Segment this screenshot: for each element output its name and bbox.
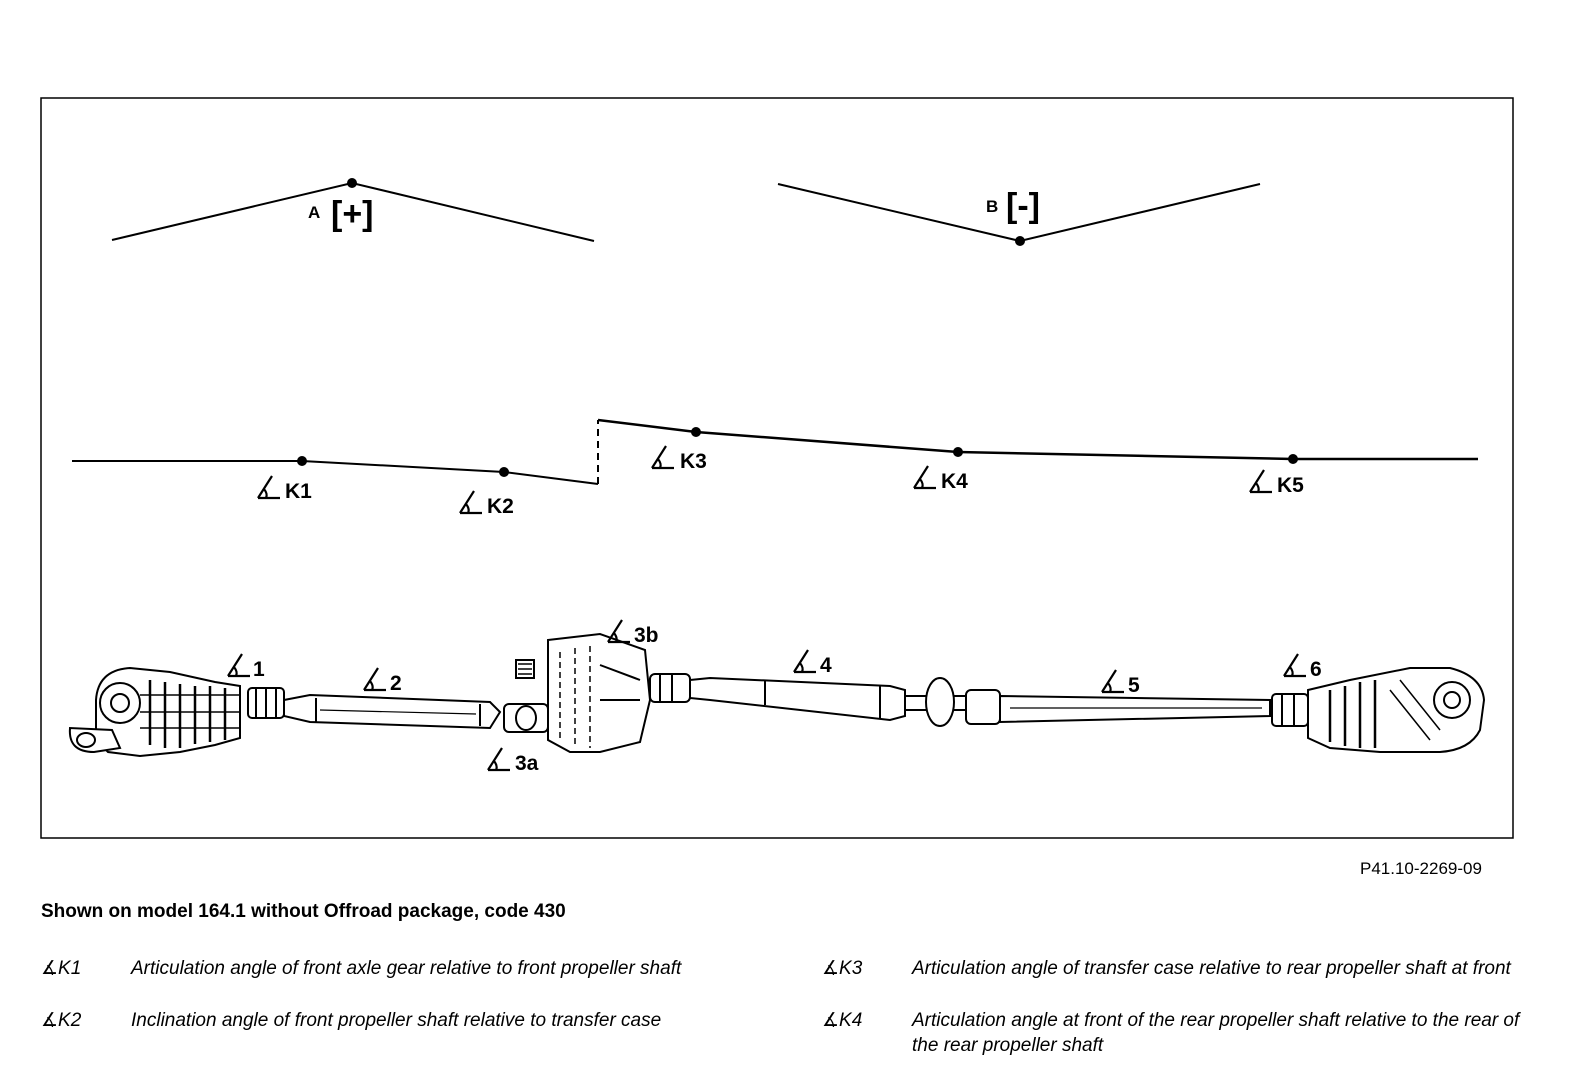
legend-symbol: ∡K1 (41, 958, 82, 979)
shaft-label-1: 1 (226, 652, 265, 681)
bend-a-diagram: A [+] (111, 178, 595, 242)
front-axle-gear (68, 666, 241, 758)
legend-text: Articulation angle of front axle gear re… (131, 958, 682, 979)
figure-reference: P41.10-2269-09 (1360, 859, 1482, 878)
bend-b-sign: [-] (1006, 187, 1040, 225)
svg-text:6: 6 (1310, 658, 1322, 681)
legend-text: Inclination angle of front propeller sha… (131, 1010, 662, 1031)
figure-frame (40, 97, 1514, 839)
k2-label: K2 (458, 489, 514, 518)
shaft-label-3b: 3b (606, 618, 659, 647)
svg-text:K3: K3 (680, 450, 707, 473)
shaft-label-6: 6 (1282, 652, 1322, 681)
drivetrain-illustration (68, 632, 1486, 758)
svg-text:K5: K5 (1277, 474, 1304, 497)
bend-b-diagram: B [-] (777, 183, 1261, 246)
bend-b-letter: B (986, 197, 998, 216)
bend-a-sign: [+] (331, 195, 374, 233)
angle-schematic-line (72, 418, 1478, 485)
svg-text:2: 2 (390, 672, 402, 695)
svg-text:K2: K2 (487, 495, 514, 518)
svg-text:K1: K1 (285, 480, 312, 503)
k3-label: K3 (650, 444, 707, 473)
legend-symbol: ∡K4 (822, 1010, 863, 1031)
legend-symbol: ∡K2 (41, 1010, 82, 1031)
legend-symbol: ∡K3 (822, 958, 863, 979)
transfer-case (515, 632, 652, 753)
k4-label: K4 (912, 464, 968, 493)
shaft-label-4: 4 (792, 648, 832, 677)
svg-text:3b: 3b (634, 624, 659, 647)
legend-text: Articulation angle at front of the rear … (912, 1010, 1520, 1056)
svg-text:4: 4 (820, 654, 832, 677)
svg-text:5: 5 (1128, 674, 1140, 697)
legend-text: Articulation angle of transfer case rela… (912, 958, 1511, 979)
shaft-label-2: 2 (362, 666, 402, 695)
shaft-label-5: 5 (1100, 668, 1140, 697)
svg-text:K4: K4 (941, 470, 968, 493)
rear-axle-gear (1307, 667, 1486, 753)
svg-text:3a: 3a (515, 752, 539, 775)
svg-text:1: 1 (253, 658, 265, 681)
shaft-label-3a: 3a (486, 746, 539, 775)
figure-caption: Shown on model 164.1 without Offroad pac… (41, 901, 566, 922)
k1-label: K1 (256, 474, 312, 503)
k5-label: K5 (1248, 468, 1304, 497)
bend-a-letter: A (308, 203, 320, 222)
